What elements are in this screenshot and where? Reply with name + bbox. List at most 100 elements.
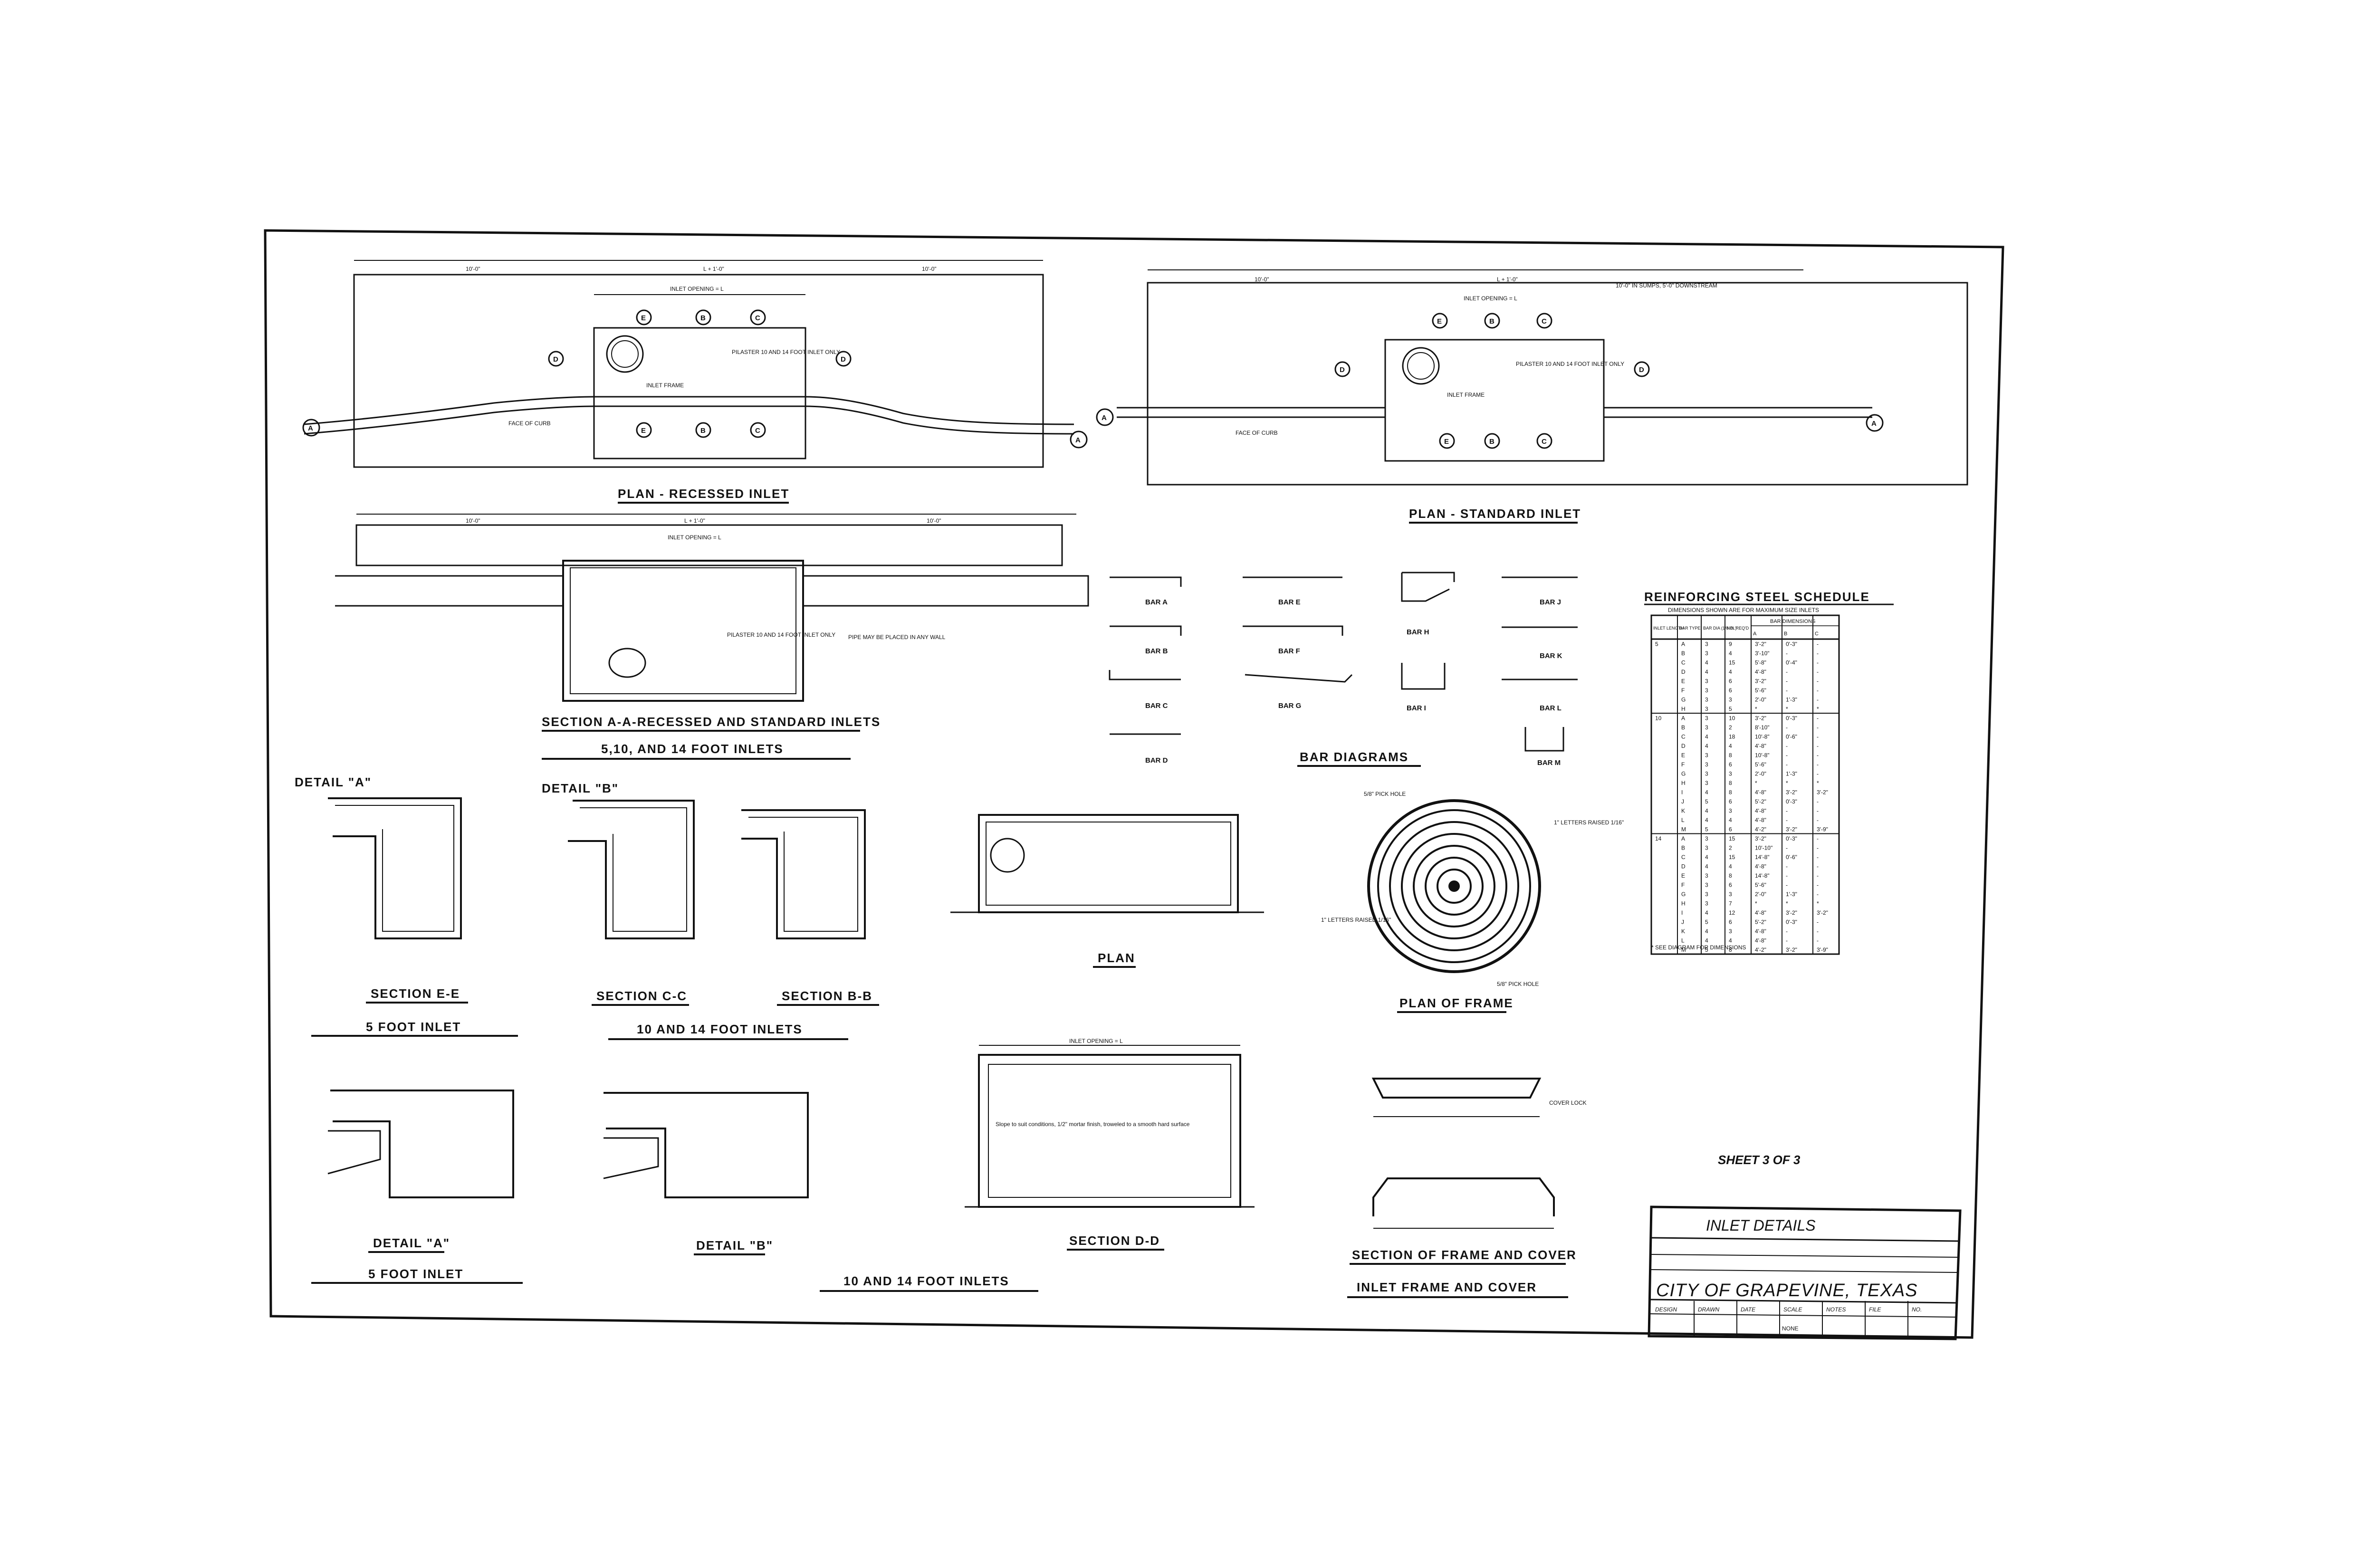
schedule-cell: -	[1817, 724, 1819, 731]
inlet-frame-std: INLET FRAME	[1447, 392, 1485, 398]
schedule-cell: H	[1681, 900, 1686, 907]
schedule-cell: 3	[1705, 715, 1708, 722]
bar-h-label: BAR H	[1407, 628, 1429, 636]
title-bar-diagrams: BAR DIAGRAMS	[1300, 750, 1408, 764]
svg-text:C: C	[755, 314, 760, 322]
schedule-cell: 3	[1705, 706, 1708, 712]
schedule-cell: 0'-4"	[1786, 660, 1797, 666]
schedule-cell: A	[1681, 715, 1685, 722]
schedule-cell: G	[1681, 697, 1686, 703]
schedule-cell: 3	[1705, 771, 1708, 777]
schedule-cell: F	[1681, 761, 1685, 768]
title-5-10-14: 5,10, AND 14 FOOT INLETS	[601, 742, 784, 756]
schedule-cell: 3	[1705, 900, 1708, 907]
title-block-field: NO.	[1912, 1306, 1922, 1313]
schedule-cell: -	[1817, 798, 1819, 805]
inlet-opening-label: INLET OPENING = L	[670, 286, 724, 292]
schedule-group-header: BAR DIMENSIONS	[1770, 619, 1815, 624]
schedule-cell: 3	[1705, 641, 1708, 648]
schedule-cell: 4	[1705, 789, 1708, 796]
schedule-cell: 5'-8"	[1755, 660, 1766, 666]
schedule-cell: C	[1681, 734, 1686, 740]
schedule-cell: D	[1681, 863, 1686, 870]
dim-l1-aa: L + 1'-0"	[684, 517, 705, 524]
schedule-cell: -	[1817, 817, 1819, 823]
schedule-cell: -	[1817, 808, 1819, 814]
schedule-cell: -	[1817, 919, 1819, 926]
title-plan-standard: PLAN - STANDARD INLET	[1409, 507, 1581, 521]
schedule-footnote: * SEE DIAGRAM FOR DIMENSIONS	[1651, 944, 1746, 951]
schedule-cell: 3	[1729, 891, 1732, 898]
schedule-cell: 0'-3"	[1786, 798, 1797, 805]
schedule-cell: 4'-8"	[1755, 817, 1766, 823]
schedule-cell: 3	[1705, 687, 1708, 694]
title-section-cc: SECTION C-C	[596, 989, 687, 1003]
schedule-cell: 4'-8"	[1755, 928, 1766, 935]
schedule-cell: *	[1786, 706, 1788, 712]
schedule-cell: 10'-8"	[1755, 752, 1770, 759]
frame-and-cover: COVER LOCK SECTION OF FRAME AND COVER IN…	[1347, 1078, 1587, 1298]
schedule-cell: M	[1681, 826, 1686, 833]
schedule-cell: 8'-10"	[1755, 724, 1770, 731]
schedule-cell: 4'-2"	[1755, 947, 1766, 953]
schedule-cell: 15	[1729, 854, 1735, 860]
schedule-cell: 2'-0"	[1755, 697, 1766, 703]
letters-raised-2: 1" LETTERS RAISED 1/16"	[1321, 917, 1391, 923]
schedule-cell: 4	[1705, 669, 1708, 675]
title-detail-a: DETAIL "A"	[373, 1236, 450, 1250]
schedule-cell: 4	[1705, 817, 1708, 823]
schedule-cell: 6	[1729, 761, 1732, 768]
section-aa: 10'-0" L + 1'-0" 10'-0" INLET OPENING = …	[335, 514, 1089, 760]
title-section-bb: SECTION B-B	[782, 989, 872, 1003]
dim-10ft-aa: 10'-0"	[466, 517, 480, 524]
schedule-cell: 3	[1705, 835, 1708, 842]
schedule-cell: 4	[1729, 669, 1732, 675]
schedule-cell: *	[1817, 900, 1819, 907]
schedule-cell: 4	[1729, 863, 1732, 870]
schedule-cell: 4	[1705, 863, 1708, 870]
title-block-field: DRAWN	[1698, 1306, 1719, 1313]
schedule-cell: 3'-2"	[1755, 678, 1766, 685]
schedule-cell: -	[1817, 882, 1819, 889]
bar-g-label: BAR G	[1278, 702, 1301, 710]
schedule-cell: 3'-10"	[1755, 650, 1770, 657]
schedule-cell: -	[1817, 641, 1819, 648]
title-block-field: DATE	[1741, 1306, 1756, 1313]
title-5ft-inlet-2: 5 FOOT INLET	[368, 1267, 463, 1281]
schedule-cell: 3	[1705, 882, 1708, 889]
title-block-field: SCALE	[1783, 1306, 1802, 1313]
schedule-cell: 5	[1729, 706, 1732, 712]
schedule-cell: -	[1786, 650, 1788, 657]
schedule-cell: G	[1681, 891, 1686, 898]
schedule-cell: F	[1681, 687, 1685, 694]
bar-d-label: BAR D	[1145, 756, 1168, 765]
schedule-cell: -	[1817, 697, 1819, 703]
schedule-cell: -	[1817, 937, 1819, 944]
svg-text:A: A	[1075, 436, 1081, 444]
schedule-cell: -	[1817, 854, 1819, 860]
bar-m-label: BAR M	[1537, 759, 1561, 767]
schedule-cell: -	[1786, 882, 1788, 889]
title-block-field: FILE	[1869, 1306, 1881, 1313]
bar-diagrams: BAR A BAR B BAR C BAR D BAR E BAR F BAR …	[1109, 572, 1578, 767]
schedule-cell: 5'-6"	[1755, 761, 1766, 768]
svg-text:B: B	[1489, 438, 1495, 446]
schedule-header-cell: A	[1753, 631, 1757, 637]
schedule-cell: -	[1817, 891, 1819, 898]
schedule-cell: 0'-6"	[1786, 734, 1797, 740]
schedule-cell: 5	[1705, 919, 1708, 926]
inlet-opening-std: INLET OPENING = L	[1464, 295, 1517, 302]
schedule-cell: 2'-0"	[1755, 771, 1766, 777]
dim-10ft-right: 10'-0"	[922, 266, 937, 272]
schedule-cell: -	[1786, 817, 1788, 823]
schedule-cell: 4'-8"	[1755, 808, 1766, 814]
schedule-cell: C	[1681, 660, 1686, 666]
title-section-dd: SECTION D-D	[1069, 1233, 1160, 1248]
bar-e-label: BAR E	[1278, 598, 1301, 606]
reinforcing-steel-schedule: REINFORCING STEEL SCHEDULE DIMENSIONS SH…	[1644, 590, 1894, 955]
inlet-opening-aa: INLET OPENING = L	[668, 534, 721, 541]
cover-lock-label: COVER LOCK	[1549, 1100, 1587, 1106]
schedule-cell: 7	[1729, 900, 1732, 907]
schedule-cell: 8	[1729, 780, 1732, 786]
schedule-cell: C	[1681, 854, 1686, 860]
